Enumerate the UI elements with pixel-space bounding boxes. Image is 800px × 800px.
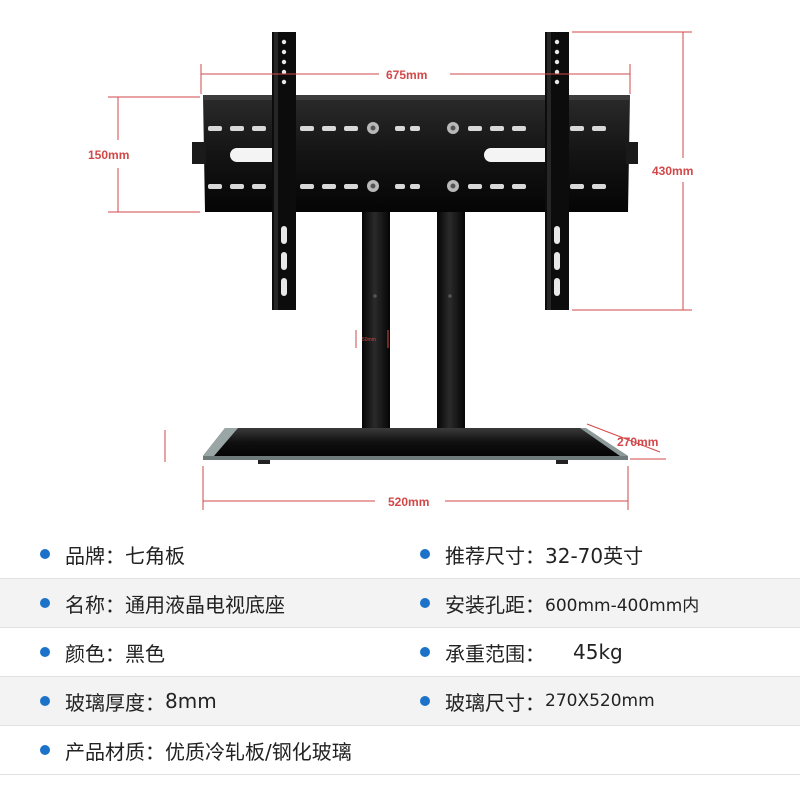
spec-value: 45kg (573, 640, 623, 664)
spec-row-3: 颜色： 黑色 承重范围： 45kg (0, 628, 800, 676)
dim-label-pole: 50mm (362, 337, 376, 343)
spec-label: 名称： (65, 592, 125, 617)
right-bracket (545, 32, 569, 310)
left-bracket (272, 32, 296, 310)
spec-material: 产品材质： 优质冷轧板/钢化玻璃 (40, 726, 352, 774)
bullet-icon (420, 647, 430, 657)
mount-plate (192, 95, 638, 212)
spec-brand: 品牌： 七角板 (40, 530, 185, 578)
spec-value: 600mm-400mm内 (545, 595, 700, 616)
spec-label: 玻璃尺寸： (445, 690, 545, 715)
dim-label-675: 675mm (386, 68, 427, 82)
bullet-icon (420, 696, 430, 706)
bullet-icon (40, 598, 50, 608)
spec-table: 品牌： 七角板 推荐尺寸： 32-70英寸 名称： 通用液晶电视底座 安装孔距：… (0, 530, 800, 800)
spec-label: 安装孔距： (445, 592, 545, 617)
spec-label: 品牌： (65, 543, 125, 568)
spec-row-4: 玻璃厚度： 8mm 玻璃尺寸： 270X520mm (0, 677, 800, 725)
spec-value: 通用液晶电视底座 (125, 592, 285, 617)
product-diagram: 675mm 150mm 430mm 270mm 520mm 50mm (88, 31, 693, 510)
bullet-icon (40, 549, 50, 559)
dimension-lines (108, 31, 692, 510)
dim-label-270: 270mm (617, 435, 658, 449)
spec-value: 8mm (165, 689, 217, 713)
bullet-icon (420, 598, 430, 608)
spec-label: 产品材质： (65, 739, 165, 764)
spec-label: 玻璃厚度： (65, 690, 165, 715)
spec-recommended-size: 推荐尺寸： 32-70英寸 (420, 530, 643, 578)
bullet-icon (40, 745, 50, 755)
spec-row-2: 名称： 通用液晶电视底座 安装孔距： 600mm-400mm内 (0, 579, 800, 627)
spec-color: 颜色： 黑色 (40, 628, 165, 676)
spec-label: 颜色： (65, 641, 125, 666)
bullet-icon (40, 696, 50, 706)
spec-name: 名称： 通用液晶电视底座 (40, 579, 285, 627)
spec-glass-size: 玻璃尺寸： 270X520mm (420, 677, 655, 725)
spec-value: 七角板 (125, 543, 185, 568)
bullet-icon (420, 549, 430, 559)
spec-value: 270X520mm (545, 691, 655, 711)
spec-value: 优质冷轧板/钢化玻璃 (165, 739, 352, 764)
dim-label-430: 430mm (652, 164, 693, 178)
spec-row-1: 品牌： 七角板 推荐尺寸： 32-70英寸 (0, 530, 800, 578)
spec-label: 承重范围： (445, 641, 545, 666)
spec-hole-distance: 安装孔距： 600mm-400mm内 (420, 579, 699, 627)
spec-label: 推荐尺寸： (445, 543, 545, 568)
dim-label-150: 150mm (88, 148, 129, 162)
spec-value: 黑色 (125, 641, 165, 666)
spec-row-5: 产品材质： 优质冷轧板/钢化玻璃 (0, 726, 800, 774)
spec-glass-thickness: 玻璃厚度： 8mm (40, 677, 217, 725)
glass-base (203, 428, 628, 464)
spec-load-range: 承重范围： 45kg (420, 628, 623, 676)
spec-value: 32-70英寸 (545, 543, 644, 568)
bullet-icon (40, 647, 50, 657)
dim-label-520: 520mm (388, 495, 429, 509)
tv-stand-illustration: 675mm 150mm 430mm 270mm 520mm 50mm (88, 31, 693, 510)
support-poles (358, 212, 469, 460)
